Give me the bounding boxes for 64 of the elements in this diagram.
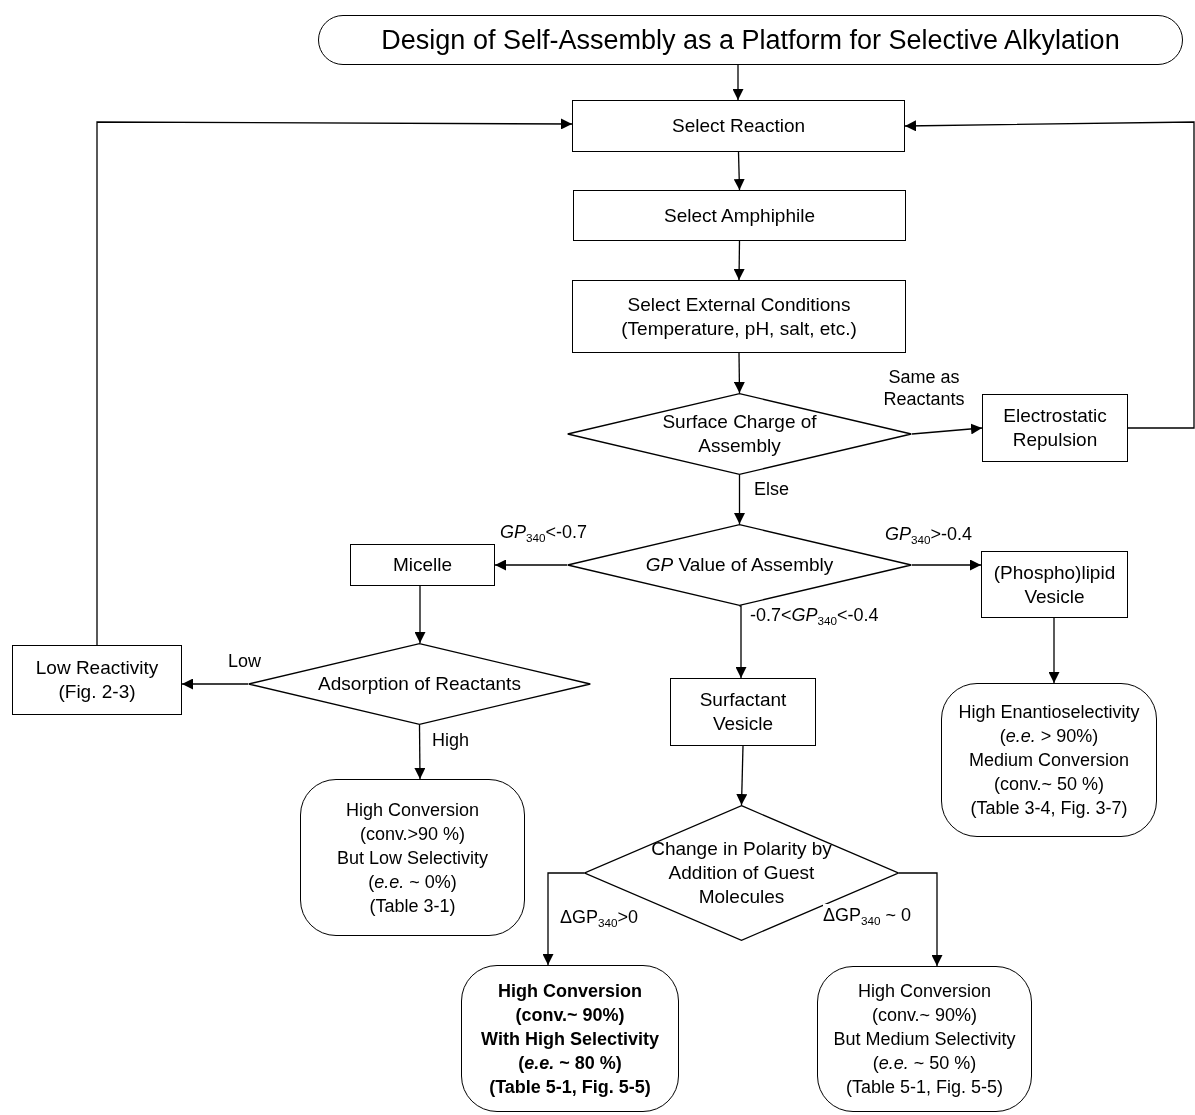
node-text: Surface Charge of Assembly [661, 410, 818, 458]
process-box [670, 678, 816, 746]
arrow [904, 120, 1195, 429]
node-text: GP Value of Assembly [645, 553, 834, 577]
result-box [817, 966, 1032, 1112]
node-text: (conv.~ 90%) [871, 1004, 978, 1027]
arrow [733, 151, 745, 191]
arrow [911, 423, 983, 435]
node-text: High Enantioselectivity [958, 701, 1140, 724]
arrow [734, 474, 745, 525]
arrow [414, 585, 426, 644]
arrow [736, 745, 748, 806]
node-text: (conv.~ 50 %) [993, 773, 1105, 796]
arrow [898, 872, 943, 967]
process-box [982, 394, 1128, 462]
node-text: (Table 3-4, Fig. 3-7) [970, 797, 1128, 820]
node-text: High Conversion [857, 980, 992, 1003]
node-text: (Temperature, pH, salt, etc.) [621, 316, 857, 341]
node-text: Surfactant Vesicle [698, 688, 788, 736]
process-box [573, 190, 906, 241]
node-text: But Low Selectivity [336, 846, 489, 870]
node-text: Medium Conversion [968, 749, 1130, 772]
arrow [494, 559, 568, 571]
node-text: (conv.>90 %) [359, 822, 466, 846]
node-text: (Table 3-1) [369, 894, 456, 918]
arrow [181, 678, 249, 690]
node-text: (Table 5-1, Fig. 5-5) [845, 1076, 1004, 1099]
node-text: (e.e. ~ 50 %) [872, 1052, 977, 1075]
arrow [732, 64, 744, 101]
node-text: Adsorption of Reactants [318, 672, 521, 696]
node-text: High Conversion [498, 979, 642, 1003]
arrow [733, 352, 745, 394]
node-text: Select Reaction [671, 114, 806, 138]
arrow [911, 559, 982, 571]
arrow [96, 118, 573, 646]
arrow [733, 240, 745, 281]
node-text: (e.e. ~ 80 %) [518, 1051, 622, 1075]
node-text: Low Reactivity (Fig. 2-3) [34, 656, 160, 704]
process-box [572, 100, 905, 152]
node-text: (e.e. > 90%) [999, 725, 1099, 748]
title-box [318, 15, 1183, 65]
result-box [461, 965, 679, 1112]
node-text: With High Selectivity [481, 1027, 659, 1051]
node-text: (Phospho)lipid Vesicle [992, 560, 1117, 609]
process-box [350, 544, 495, 586]
node-text: But Medium Selectivity [833, 1028, 1016, 1051]
node-text: Electrostatic Repulsion [1002, 404, 1108, 452]
result-box [941, 683, 1157, 837]
result-box [12, 645, 182, 715]
node-text: Micelle [392, 553, 453, 577]
node-text: (conv.~ 90%) [515, 1003, 625, 1027]
node-text: Select External Conditions [627, 292, 851, 317]
arrow [414, 724, 426, 780]
arrow [542, 872, 585, 966]
edge-label: ΔGP$_{340}$ ~ 0 [823, 904, 912, 926]
result-box [300, 779, 525, 936]
arrow [735, 605, 747, 679]
node-text: (Table 5-1, Fig. 5-5) [489, 1075, 651, 1099]
process-box [572, 280, 906, 353]
node-text: High Conversion [345, 798, 480, 822]
arrow [1048, 617, 1060, 684]
process-box [981, 551, 1128, 618]
node-text: (e.e. ~ 0%) [368, 870, 457, 894]
node-text: Select Amphiphile [663, 203, 815, 228]
